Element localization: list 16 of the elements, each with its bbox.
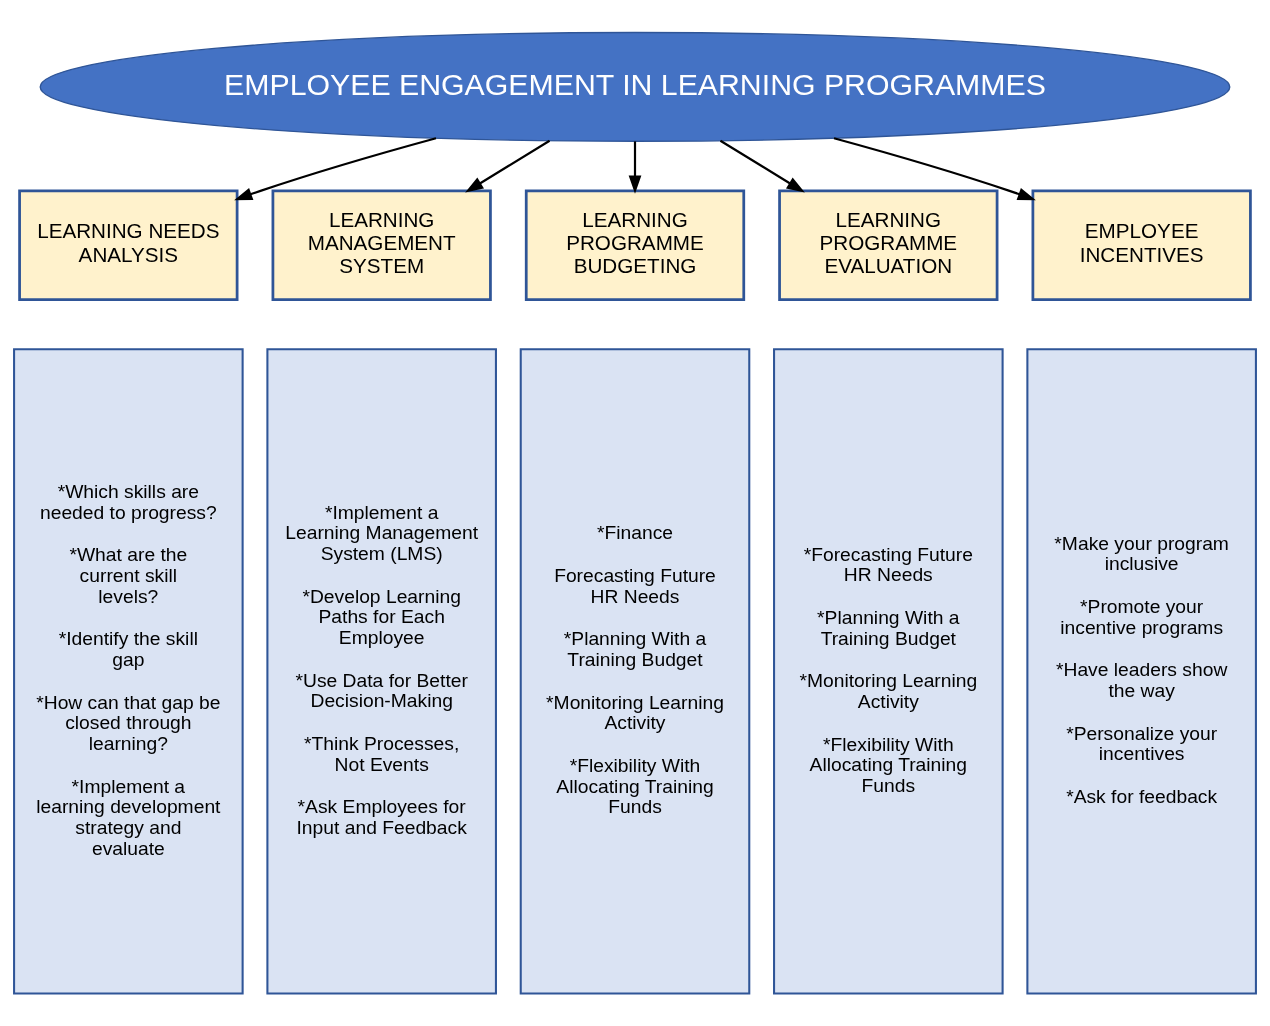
node-box: *Make your program inclusive *Promote your incentive programs *Have leaders show the way *Personalize your incentives *Ask for feedback — [1026, 348, 1257, 995]
node-box: *Finance Forecasting Future HR Needs *Planning With a Training Budget *Monitoring Learning Activity *Flexibility With Allocating Training Funds — [519, 348, 751, 995]
node-box: EMPLOYEE INCENTIVES — [1031, 189, 1252, 301]
node-box: *Forecasting Future HR Needs *Planning With a Training Budget *Monitoring Learning Activity *Flexibility With Allocating Training Funds — [773, 348, 1004, 995]
arrow — [719, 139, 805, 193]
arrow — [234, 137, 437, 201]
node-box: LEARNING PROGRAMME BUDGETING — [524, 189, 746, 301]
arrow — [833, 137, 1036, 201]
node-ellipse: EMPLOYEE ENGAGEMENT IN LEARNING PROGRAMMES — [39, 31, 1231, 142]
node-box: LEARNING NEEDS ANALYSIS — [18, 189, 239, 301]
node-box: LEARNING PROGRAMME EVALUATION — [778, 189, 999, 301]
node-box: *Which skills are needed to progress? *What are the current skill levels? *Identify the skill gap *How can that gap be closed through learning? *Implement a learning development strategy and evaluate — [13, 348, 244, 995]
node-box: *Implement a Learning Management System (LMS) *Develop Learning Paths for Each Employee *Use Data for Better Decision-Making *Think Processes, Not Events *Ask Employees for Input and Feedback — [266, 348, 497, 995]
arrow — [465, 139, 551, 193]
arrow — [628, 141, 642, 194]
node-box: LEARNING MANAGEMENT SYSTEM — [271, 189, 492, 301]
